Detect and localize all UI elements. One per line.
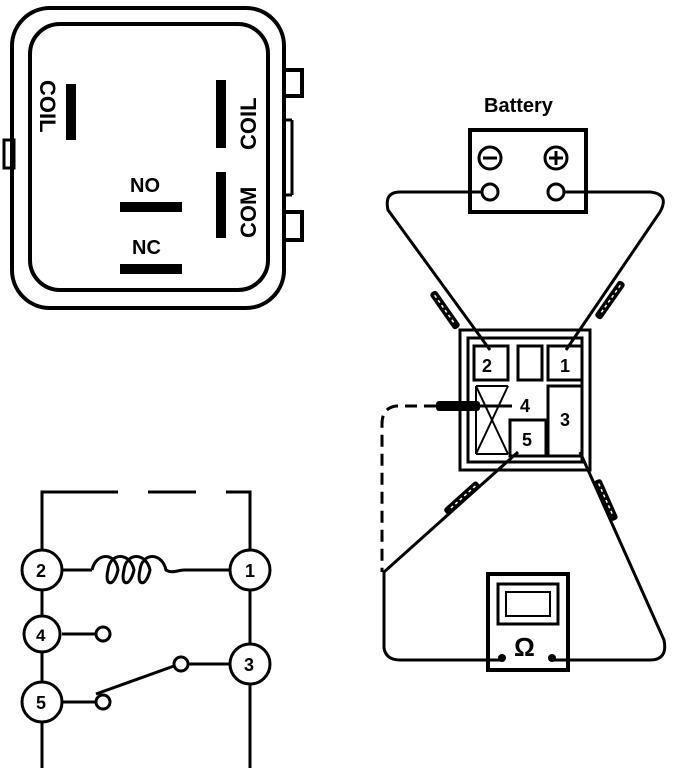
schematic-pin-5 — [20, 680, 64, 724]
ohmmeter-body — [486, 572, 570, 672]
nc-label: NC — [132, 237, 161, 259]
schematic-pin-1 — [228, 548, 272, 592]
relay-pin-5-label: 5 — [522, 430, 532, 450]
battery-negative-terminal — [480, 182, 500, 202]
relay-pin-2-label: 2 — [482, 356, 492, 376]
schematic-pin-4 — [22, 614, 62, 654]
battery-positive-symbol — [543, 145, 569, 171]
ohmmeter-display — [496, 582, 560, 626]
schematic-pin-5-label: 5 — [36, 693, 46, 713]
com-label: COM — [236, 187, 261, 238]
schematic-pin-1-label: 1 — [245, 561, 255, 581]
relay-housing — [2, 6, 304, 310]
battery-negative-symbol — [477, 145, 503, 171]
no-terminal — [120, 202, 182, 212]
negative-probe — [428, 288, 462, 332]
coil-right-label: COIL — [236, 97, 261, 150]
battery-negative-wire — [385, 190, 492, 351]
relay-pin-3-label: 3 — [560, 410, 570, 430]
schematic-pin-3 — [228, 642, 272, 686]
coil-left-terminal — [66, 84, 76, 140]
meter-positive-lead — [554, 451, 667, 662]
schematic-pin-3-label: 3 — [244, 655, 254, 675]
pin-4-probe — [436, 401, 480, 411]
pin-4-dashed-wire — [380, 404, 436, 572]
coil-right-terminal — [216, 80, 226, 148]
battery-label: Battery — [484, 95, 554, 117]
battery-positive-wire — [564, 190, 665, 351]
meter-negative-probe — [442, 479, 482, 517]
meter-positive-jack — [548, 654, 556, 662]
ohm-symbol: Ω — [514, 632, 535, 662]
schematic-pin-2 — [20, 548, 64, 592]
nc-terminal — [120, 264, 182, 274]
relay-pin-1-label: 1 — [560, 356, 570, 376]
meter-negative-lead — [382, 450, 520, 662]
com-terminal — [216, 172, 226, 238]
relay-pin-block — [458, 328, 592, 472]
coil-left-label: COIL — [35, 80, 60, 133]
meter-negative-jack — [498, 654, 506, 662]
schematic-frame — [40, 490, 252, 768]
meter-positive-probe — [592, 477, 620, 523]
no-label: NO — [130, 175, 160, 197]
schematic-pin-4-label: 4 — [36, 626, 46, 645]
battery-body — [468, 128, 588, 214]
schematic-pin-2-label: 2 — [36, 561, 46, 581]
relay-pin-4-label: 4 — [520, 396, 530, 416]
battery-positive-terminal — [546, 182, 566, 202]
